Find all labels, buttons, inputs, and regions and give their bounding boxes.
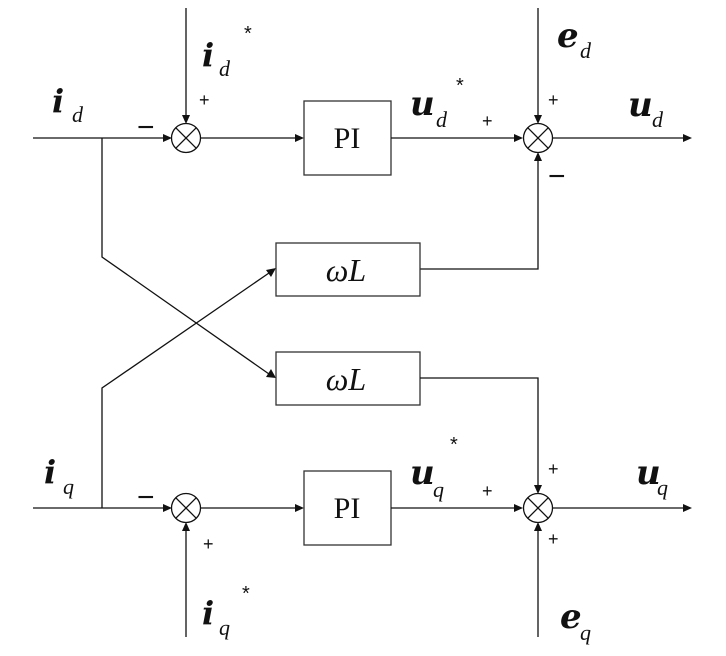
svg-text:q: q: [433, 477, 444, 502]
svg-text:i: i: [202, 594, 214, 632]
svg-text:u: u: [628, 85, 653, 125]
pi-block-d: [303, 100, 392, 176]
svg-text:i: i: [52, 82, 64, 120]
svg-text:*: *: [450, 434, 458, 456]
arrowhead: [683, 504, 692, 512]
sign-minus: −: [137, 111, 155, 144]
sum-junction-id: [170, 122, 202, 154]
arrowhead: [182, 115, 190, 124]
id-crossfeed-wire: [101, 138, 270, 375]
label-ud-ref: u d *: [410, 75, 464, 132]
wl-bottom-output-wire: [420, 377, 539, 486]
sign-minus: −: [137, 481, 155, 514]
pi-block-d-label: PI: [334, 122, 361, 155]
sign-plus: +: [548, 459, 559, 479]
arrowhead: [163, 504, 172, 512]
svg-text:*: *: [242, 583, 250, 605]
svg-text:*: *: [456, 75, 464, 97]
svg-text:i: i: [202, 36, 214, 74]
arrowhead: [683, 134, 692, 142]
sum-junction-ud: [522, 122, 554, 154]
wl-block-bottom-label: ωL: [326, 361, 366, 397]
wl-block-bottom: [275, 351, 421, 406]
label-id: i d: [52, 82, 84, 127]
label-uq: u q: [636, 453, 668, 500]
arrowhead: [295, 134, 304, 142]
svg-text:e: e: [560, 597, 582, 637]
label-uq-ref: u q *: [410, 434, 458, 502]
wl-top-output-wire: [420, 160, 539, 270]
sign-plus: +: [482, 481, 493, 501]
label-id-ref: i d *: [202, 23, 252, 81]
svg-text:i: i: [44, 453, 56, 491]
iq-crossfeed-wire: [101, 272, 270, 508]
label-iq-ref: i q *: [202, 583, 250, 640]
arrowhead: [163, 134, 172, 142]
arrowhead: [266, 268, 276, 277]
svg-text:q: q: [63, 474, 74, 499]
wl-block-top: [275, 242, 421, 297]
sign-plus: +: [548, 529, 559, 549]
svg-text:e: e: [557, 16, 579, 56]
pi-block-q: [303, 470, 392, 546]
svg-text:u: u: [410, 84, 435, 124]
label-eq: e q: [560, 597, 591, 645]
svg-text:u: u: [636, 453, 661, 493]
svg-text:q: q: [580, 620, 591, 645]
svg-text:q: q: [219, 615, 230, 640]
arrowhead: [266, 369, 276, 378]
arrowhead: [182, 522, 190, 531]
arrowhead: [295, 504, 304, 512]
sign-minus: −: [548, 160, 566, 193]
svg-text:d: d: [580, 38, 592, 63]
svg-text:d: d: [72, 102, 84, 127]
label-iq: i q: [44, 453, 74, 499]
arrowhead: [534, 485, 542, 494]
svg-text:d: d: [219, 56, 231, 81]
wl-block-top-label: ωL: [326, 252, 366, 288]
sign-plus: +: [203, 534, 214, 554]
arrowhead: [534, 522, 542, 531]
arrowhead: [534, 152, 542, 161]
sign-plus: +: [548, 90, 559, 110]
arrowhead: [514, 504, 523, 512]
sum-junction-uq: [522, 492, 554, 524]
pi-block-q-label: PI: [334, 492, 361, 525]
label-ud: u d: [628, 85, 664, 132]
svg-text:d: d: [436, 107, 448, 132]
svg-text:q: q: [657, 475, 668, 500]
arrowhead: [534, 115, 542, 124]
label-ed: e d: [557, 16, 592, 63]
arrowhead: [514, 134, 523, 142]
sign-plus: +: [482, 111, 493, 131]
svg-text:u: u: [410, 453, 435, 493]
svg-text:*: *: [244, 23, 252, 45]
sum-junction-iq: [170, 492, 202, 524]
svg-text:d: d: [652, 107, 664, 132]
sign-plus: +: [199, 90, 210, 110]
